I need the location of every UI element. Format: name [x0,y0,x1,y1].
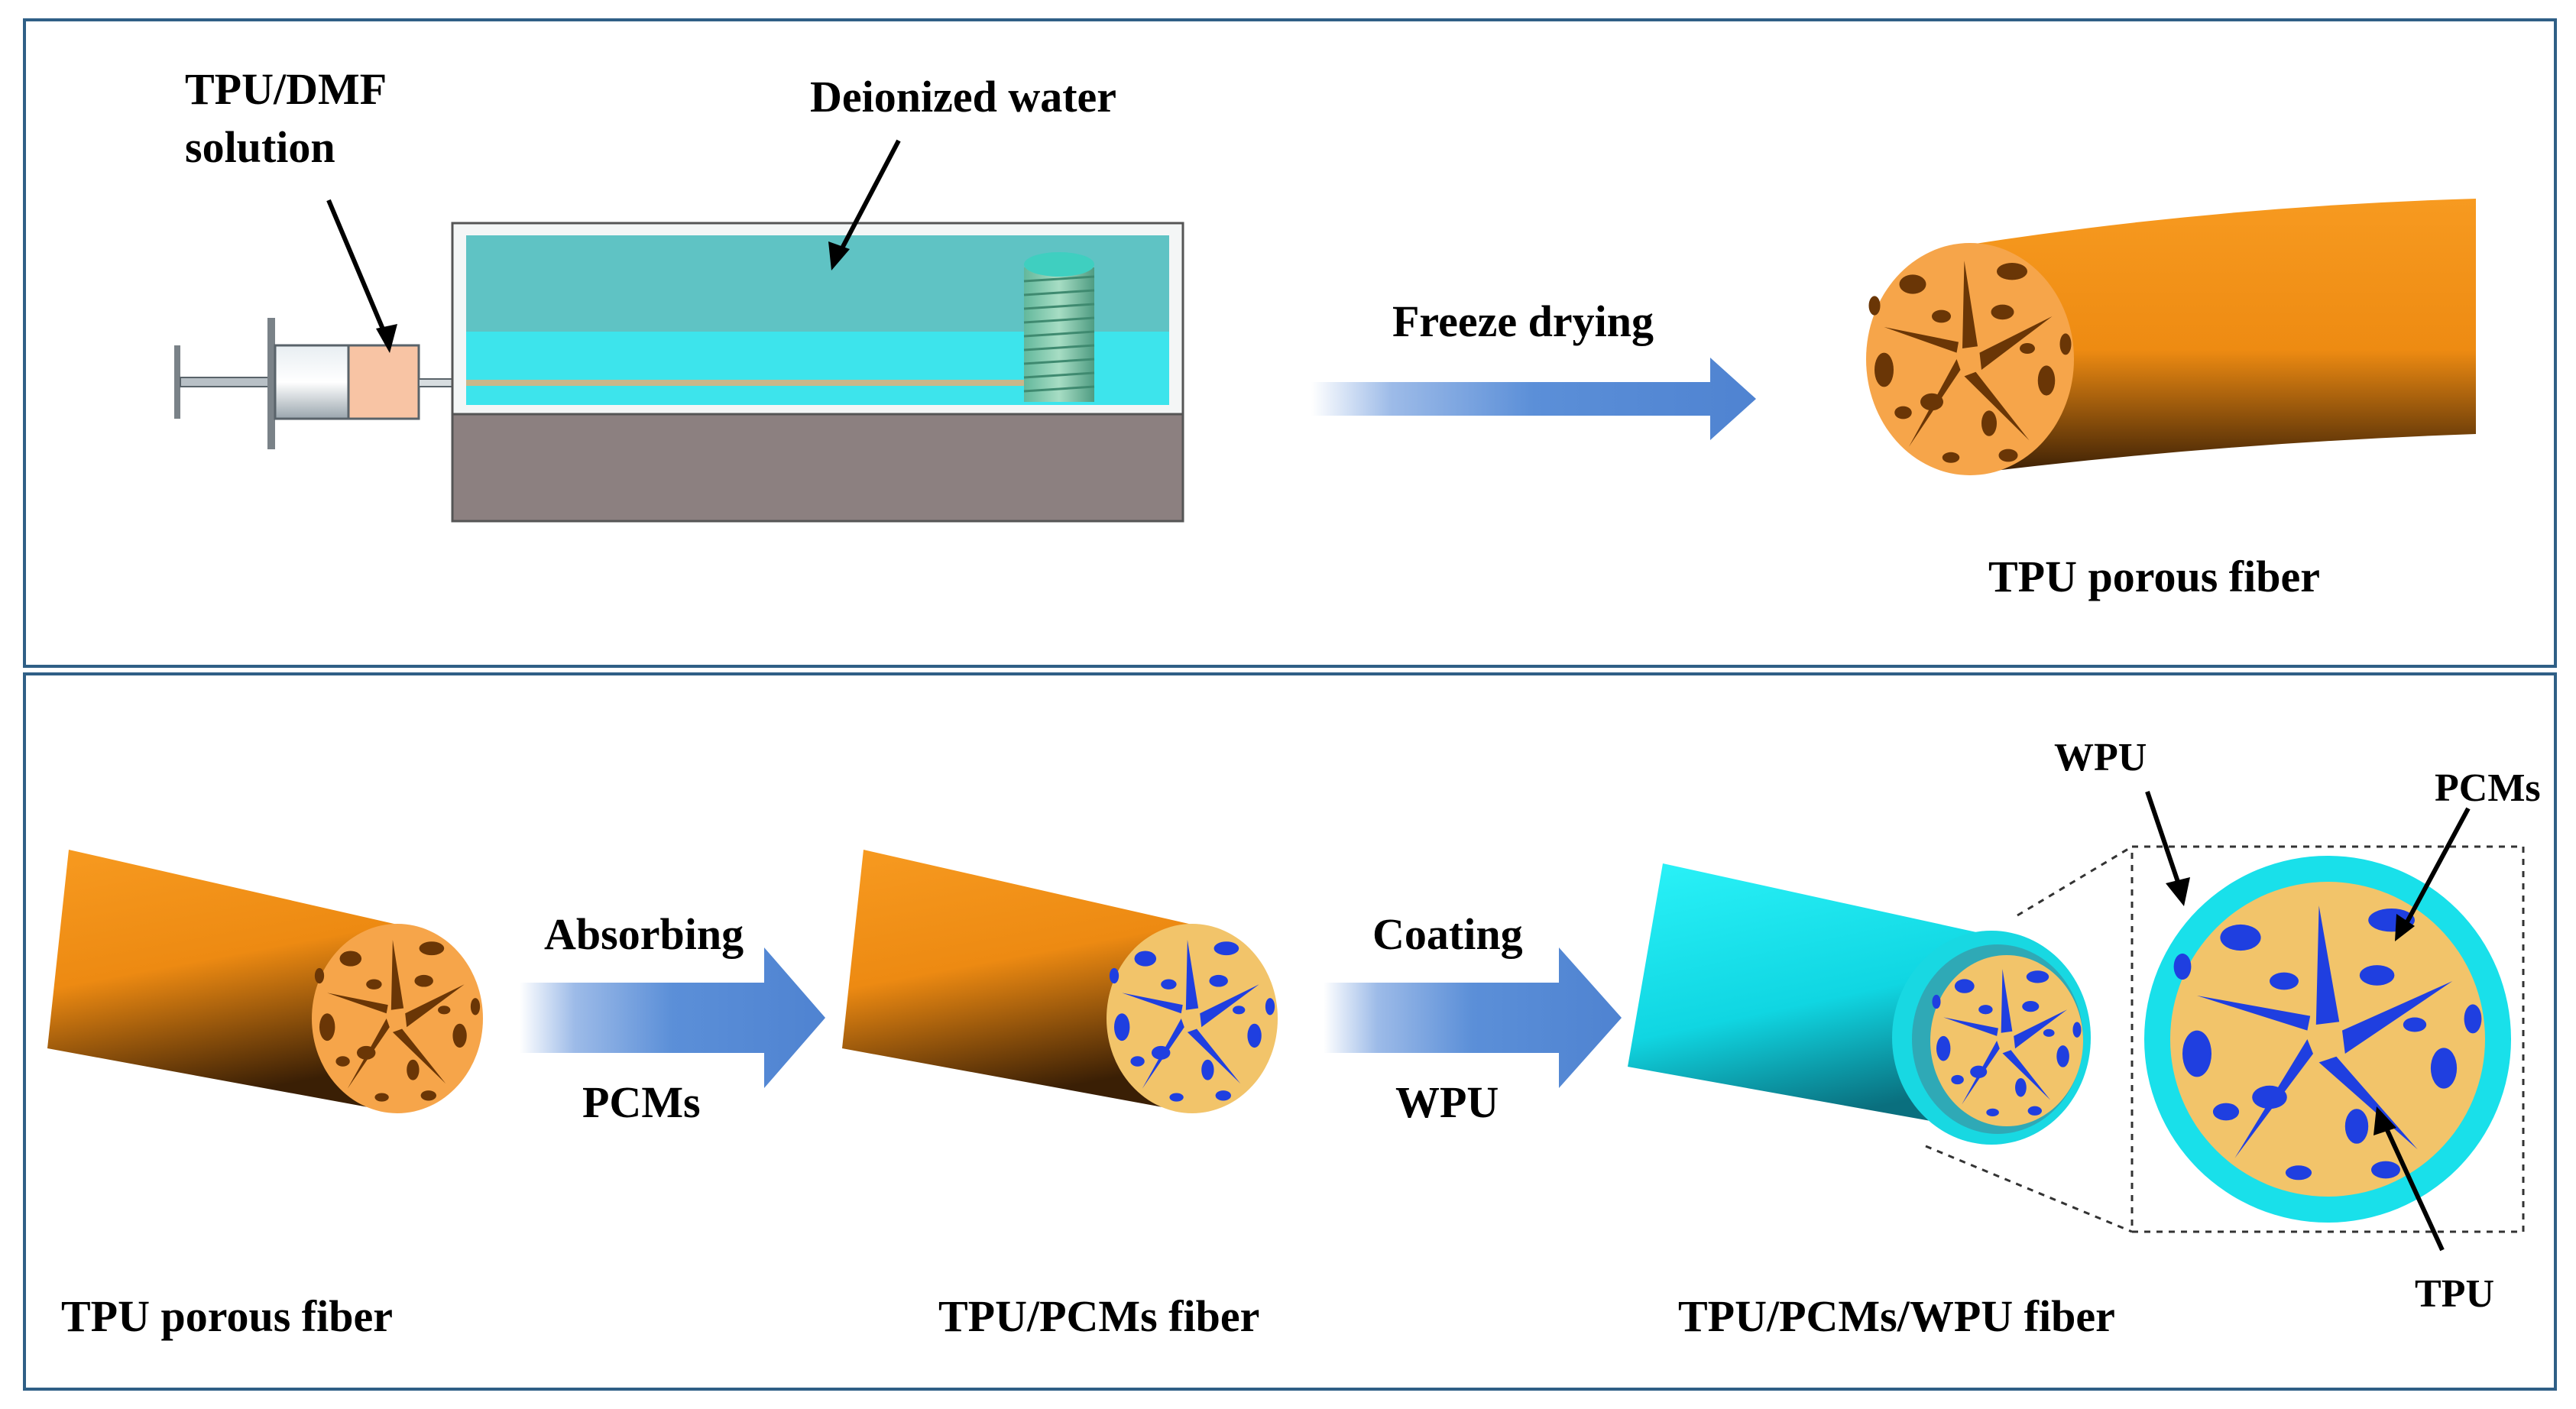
step2-bottom-label: WPU [1395,1077,1499,1127]
detail-wpu-label: WPU [2054,736,2147,779]
bottom-fiber-3 [1628,863,2091,1145]
syringe-flange [267,318,275,449]
fiber-in-bath [466,380,1024,386]
pointer-wpu [2145,791,2182,887]
pointer-pcms [2402,807,2471,929]
pointer-syringe [326,199,392,347]
bottom-fiber-2 [842,850,1278,1113]
tpu-matrix [2170,882,2485,1197]
syringe-label-line1: TPU/DMF [185,64,387,114]
bottom-fiber-1 [47,850,483,1113]
syringe [174,318,453,449]
zoom-box [2130,845,2525,1233]
coating-arrow [1324,947,1622,1088]
pointer-pcms-head [2395,914,2415,941]
enlarged-cross-section [2144,856,2511,1223]
fiber2-label: TPU/PCMs fiber [938,1291,1260,1341]
plunger-thumb [174,345,180,419]
fiber1-label: TPU porous fiber [61,1291,393,1341]
top-porous-fiber [1866,199,2476,475]
detail-tpu-label: TPU [2415,1272,2494,1316]
pointer-water-head [828,241,850,270]
pointer-syringe-head [376,324,397,353]
zoom-line-top [2017,845,2133,917]
plunger-rod [180,377,274,387]
top-fiber-label: TPU porous fiber [1988,552,2320,601]
pointer-tpu-head [2373,1106,2396,1135]
zoom-line-bottom [1925,1145,2133,1233]
step1-top-label: Absorbing [544,909,744,959]
bath-label: Deionized water [810,72,1117,121]
fiber3-label: TPU/PCMs/WPU fiber [1678,1291,2115,1341]
absorbing-arrow [520,947,825,1088]
bath-base [451,413,1184,523]
pointer-tpu [2380,1119,2445,1252]
freeze-drying-arrow [1311,358,1756,440]
top-fiber-cross-section [1866,243,2074,475]
collection-roller [1023,252,1095,402]
syringe-barrel [274,344,350,420]
detail-pcms-label: PCMs [2435,766,2541,810]
pointer-wpu-head [2166,877,2190,906]
freeze-drying-label: Freeze drying [1392,296,1654,346]
step1-bottom-label: PCMs [582,1077,701,1127]
coagulation-bath [451,222,1184,523]
syringe-label-line2: solution [185,122,335,172]
tpu-dmf-solution-fill [347,344,420,420]
step2-top-label: Coating [1372,909,1523,959]
syringe-needle [418,378,453,387]
pointer-water [834,139,901,261]
